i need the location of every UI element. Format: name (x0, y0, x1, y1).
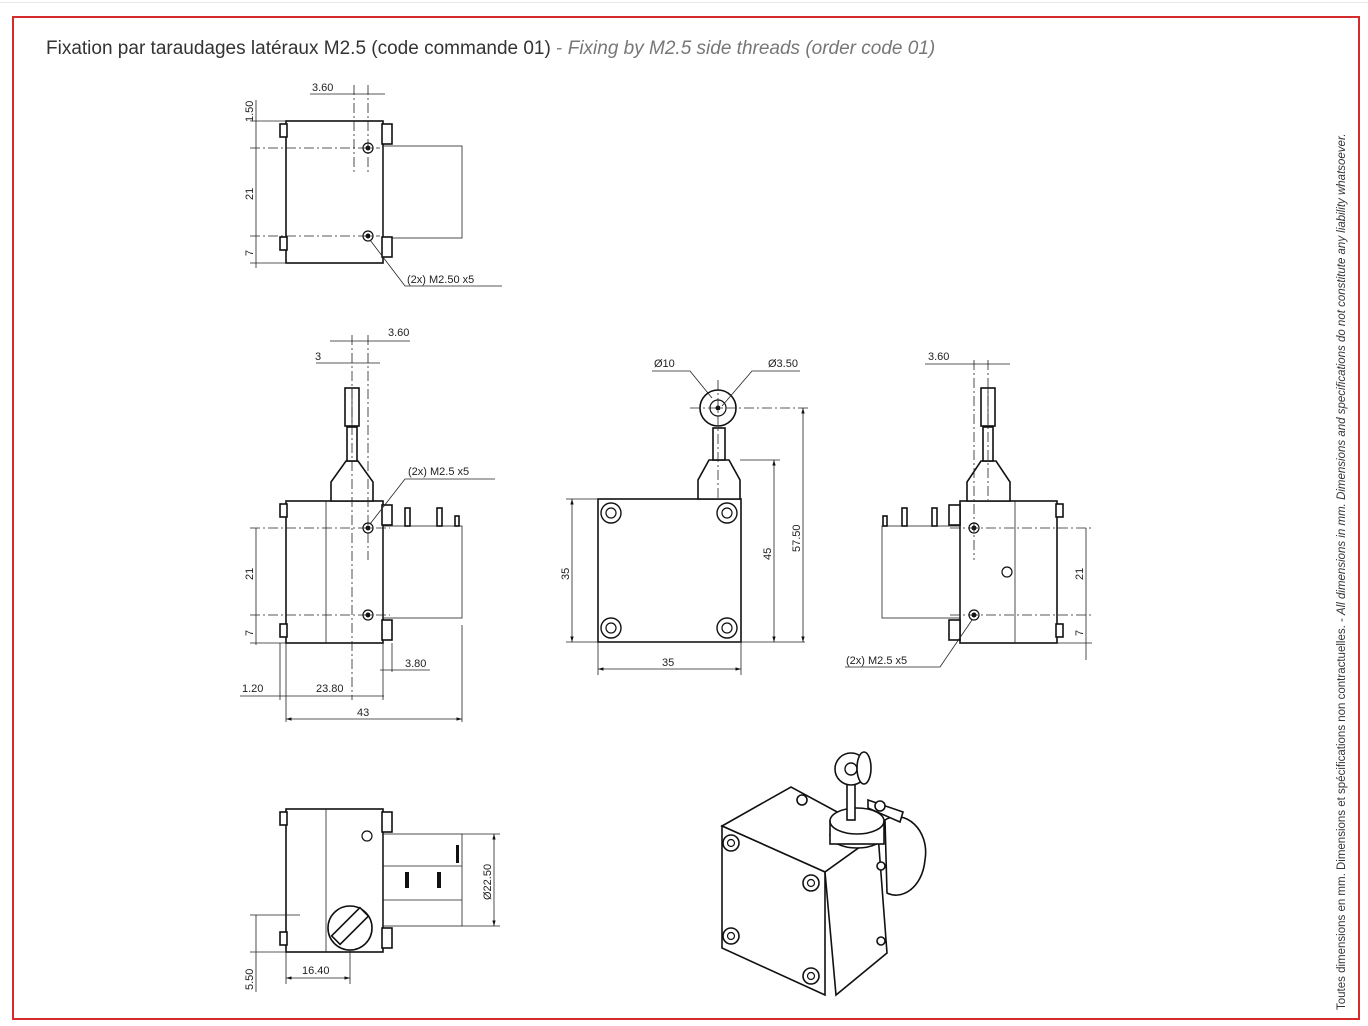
side-left-drum (382, 525, 463, 619)
side-right-boss (1055, 503, 1064, 518)
bottom-small-hole (361, 830, 373, 842)
dim-side-left-1-20: 1.20 (242, 683, 263, 695)
page-title: Fixation par taraudages latéraux M2.5 (c… (46, 38, 935, 60)
dim-side-left-43: 43 (357, 707, 369, 719)
bottom-drum (382, 833, 463, 927)
bottom-knob-slot (330, 906, 370, 946)
side-left-bracket-pin (454, 515, 460, 527)
leader-line (652, 370, 713, 399)
leader-line (369, 239, 502, 287)
thread-note-side-right: (2x) M2.5 x5 (846, 655, 907, 667)
iso-pulley-side (856, 751, 872, 785)
dim-bottom-16-40: 16.40 (302, 965, 330, 977)
side-right-bracket-pin (931, 507, 938, 527)
side-left-boss (381, 619, 393, 641)
dim-top-7: 7 (244, 250, 256, 256)
drawing-frame (12, 16, 1360, 1020)
title-french: Fixation par taraudages latéraux M2.5 (c… (46, 38, 551, 59)
bottom-drum-slot (437, 872, 441, 888)
dim-side-left-21: 21 (244, 568, 256, 580)
dim-front-diameter-10: Ø10 (654, 358, 675, 370)
leader-line (369, 478, 495, 525)
iso-cone-top (829, 807, 885, 835)
bottom-drum-slot (456, 845, 459, 863)
dim-top-1-50: 1.50 (244, 101, 256, 122)
side-left-boss (279, 623, 288, 638)
iso-drum (884, 815, 927, 896)
top-view-drum (382, 145, 463, 239)
dim-top-21: 21 (244, 188, 256, 200)
front-corner-screws (600, 502, 738, 639)
top-border-line (0, 2, 1368, 3)
side-right-housing (959, 500, 1058, 644)
dim-side-left-23-80: 23.80 (316, 683, 344, 695)
top-view-housing (285, 120, 384, 264)
dim-bottom-5-50: 5.50 (244, 969, 256, 990)
dim-front-35-vertical: 35 (560, 568, 572, 580)
dim-front-45: 45 (762, 548, 774, 560)
dim-side-left-3-80: 3.80 (405, 658, 426, 670)
dim-bottom-diameter-22-50: Ø22.50 (482, 864, 494, 900)
side-left-bracket-pin (436, 507, 443, 527)
thread-note-side-left: (2x) M2.5 x5 (408, 466, 469, 478)
bottom-drum-slot (405, 872, 409, 888)
right-side-view: 21 7 3.60 (2x) M2.5 x5 (845, 351, 1092, 668)
title-separator: - (550, 38, 568, 59)
title-english: Fixing by M2.5 side threads (order code … (567, 38, 936, 59)
dim-side-right-7: 7 (1074, 630, 1086, 636)
bottom-view: Ø22.50 5.50 16.40 (244, 808, 500, 992)
side-right-center-hole (1001, 566, 1013, 578)
front-stem (712, 427, 726, 461)
iso-stem (846, 779, 856, 821)
side-right-drum (881, 525, 961, 619)
top-view-boss (381, 123, 393, 145)
dim-side-right-21: 21 (1074, 568, 1086, 580)
side-right-cone (966, 460, 1011, 502)
side-left-housing (285, 500, 384, 644)
side-right-boss (948, 619, 961, 641)
bottom-boss (381, 811, 393, 833)
bottom-boss (381, 927, 393, 949)
bottom-boss (279, 931, 288, 946)
side-right-boss (1055, 623, 1064, 638)
dim-front-57-50: 57.50 (791, 524, 803, 552)
dim-front-35-horizontal: 35 (662, 657, 674, 669)
side-right-bracket-pin (901, 507, 908, 527)
dim-side-right-3-60: 3.60 (928, 351, 949, 363)
front-cone (697, 459, 741, 500)
side-right-bracket-pin (882, 515, 888, 527)
top-view-boss (279, 236, 288, 251)
side-right-boss (948, 504, 961, 526)
dim-front-diameter-3-50: Ø3.50 (768, 358, 798, 370)
side-left-boss (381, 504, 393, 526)
top-view-boss (279, 123, 288, 138)
dim-side-left-3: 3 (315, 351, 321, 363)
leader-line (845, 619, 973, 668)
top-view-boss (381, 236, 393, 258)
iso-screws (722, 794, 886, 985)
top-view: 3.60 1.50 21 7 (2x) M2.50 x5 (244, 82, 502, 287)
dim-side-left-7: 7 (244, 630, 256, 636)
thread-note-top: (2x) M2.50 x5 (407, 274, 474, 286)
bottom-boss (279, 811, 288, 826)
side-left-boss (279, 503, 288, 518)
dim-side-left-3-60: 3.60 (388, 327, 409, 339)
dim-top-3-60: 3.60 (312, 82, 333, 94)
side-left-bracket-pin (404, 507, 411, 527)
leader-line (721, 370, 800, 407)
iso-front-face (721, 824, 826, 997)
isometric-view (720, 751, 927, 997)
front-view: 35 35 45 57.50 Ø10 Ø3.50 (560, 358, 810, 675)
left-side-view: 3.60 3 21 7 3.80 1.20 23.80 43 (2x) M2.5… (240, 327, 495, 722)
front-housing (597, 498, 742, 643)
